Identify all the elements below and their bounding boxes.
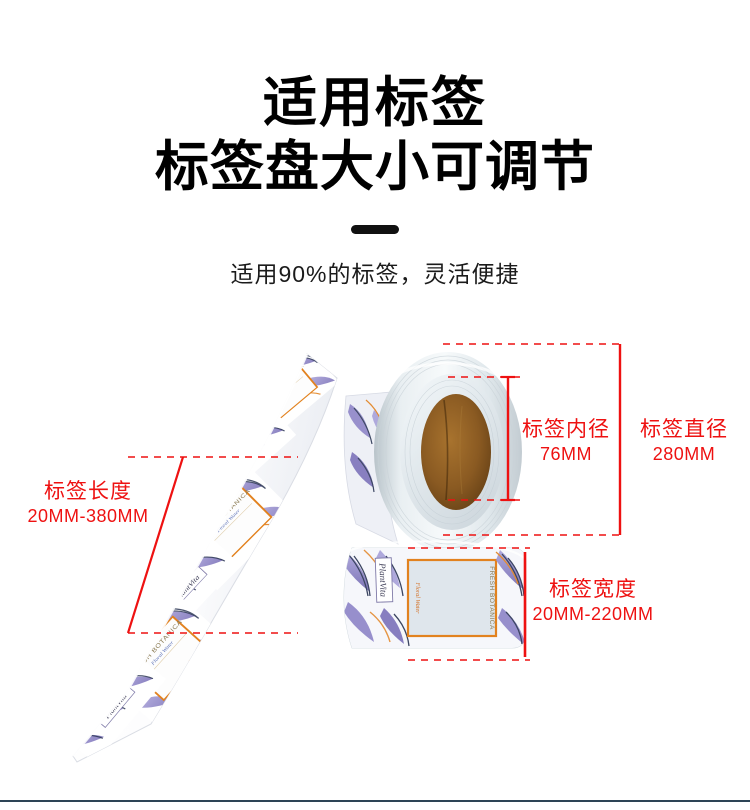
label-roll-top [340, 348, 560, 556]
page-subtitle: 适用90%的标签，灵活便捷 [230, 260, 520, 287]
label-script-logo: PlantVita [377, 562, 388, 598]
annotation-label-outer-diameter: 标签直径 280MM [624, 418, 744, 464]
label-roll-bottom: PlantVita FRESH BOTANICA Floral Water [340, 528, 555, 668]
page-title-secondary: 标签盘大小可调节 [155, 137, 595, 198]
annotation-outer-diameter-name: 标签直径 [640, 418, 728, 441]
label-ribbon: FRESH BOTANICA Floral Water [55, 352, 365, 772]
label-sub-text: Floral Water [414, 582, 420, 615]
title-divider [351, 224, 399, 234]
bottom-divider-rule [0, 800, 750, 802]
annotation-outer-diameter-value: 280MM [652, 443, 716, 464]
product-photo-stage: FRESH BOTANICA Floral Water [0, 330, 750, 790]
page-title-primary: 适用标签 [263, 73, 487, 133]
header-block: 适用标签 标签盘大小可调节 适用90%的标签，灵活便捷 [0, 0, 750, 289]
label-brand-text: FRESH BOTANICA [488, 566, 495, 630]
